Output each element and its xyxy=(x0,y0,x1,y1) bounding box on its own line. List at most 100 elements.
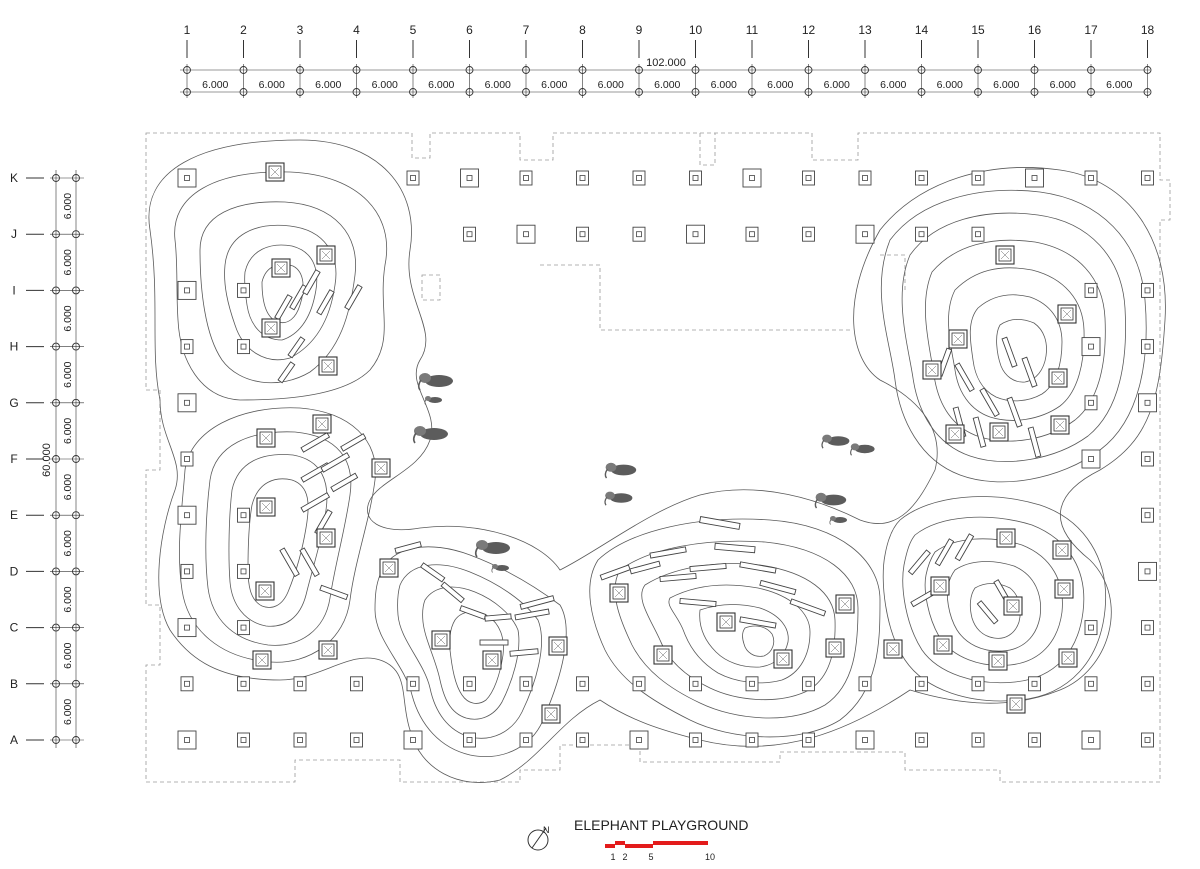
scale-label-2: 2 xyxy=(622,852,627,862)
column-footing-icon xyxy=(689,676,702,692)
column-footing-icon xyxy=(971,170,985,186)
column-footing-icon xyxy=(1141,620,1154,636)
column-footing-icon xyxy=(1003,596,1023,616)
column-footing-icon xyxy=(237,732,250,748)
column-footing-icon xyxy=(1141,507,1154,523)
column-footing-icon xyxy=(177,168,197,188)
column-footing-icon xyxy=(318,356,338,376)
column-footing-icon xyxy=(237,620,250,636)
column-footing-icon xyxy=(689,170,702,186)
elephant-icon xyxy=(829,516,847,525)
column-footing-icon xyxy=(316,245,336,265)
column-footing-icon xyxy=(463,226,476,242)
column-footing-icon xyxy=(988,651,1008,671)
column-footing-icon xyxy=(609,583,629,603)
column-footing-icon xyxy=(516,224,536,244)
column-footing-icon xyxy=(350,732,363,748)
row-spacing-label: 6.000 xyxy=(62,418,74,444)
column-footing-icon xyxy=(915,732,928,748)
row-spacing-label: 6.000 xyxy=(62,530,74,556)
row-spacing-label: 6.000 xyxy=(62,474,74,500)
elephant-icon xyxy=(850,443,875,456)
column-footing-icon xyxy=(1141,282,1154,298)
column-footing-icon xyxy=(858,170,872,186)
column-footing-icon xyxy=(460,168,479,188)
elephant-icon xyxy=(821,434,850,449)
column-spacing-label: 6.000 xyxy=(372,79,398,91)
column-label-15: 15 xyxy=(971,23,985,37)
elephant-icon xyxy=(604,462,637,479)
column-footing-icon xyxy=(1084,395,1098,411)
column-label-10: 10 xyxy=(689,23,703,37)
column-footing-icon xyxy=(265,162,285,182)
column-footing-icon xyxy=(237,282,250,298)
column-footing-icon xyxy=(463,676,476,692)
row-spacing-label: 6.000 xyxy=(62,586,74,612)
column-spacing-label: 6.000 xyxy=(1050,79,1076,91)
column-label-3: 3 xyxy=(297,23,304,37)
column-footing-icon xyxy=(653,645,673,665)
column-footing-icon xyxy=(716,612,736,632)
column-footing-icon xyxy=(858,676,872,692)
column-footings xyxy=(177,162,1157,750)
column-spacing-label: 6.000 xyxy=(824,79,850,91)
column-footing-icon xyxy=(541,704,561,724)
north-arrow-icon: N xyxy=(527,825,550,851)
column-footing-icon xyxy=(576,170,589,186)
column-footing-icon xyxy=(371,458,391,478)
column-footing-icon xyxy=(1052,540,1072,560)
column-spacing-label: 6.000 xyxy=(1106,79,1132,91)
column-footing-icon xyxy=(989,422,1009,442)
column-label-16: 16 xyxy=(1028,23,1042,37)
north-arrow-label: N xyxy=(543,825,550,835)
column-spacing-label: 6.000 xyxy=(541,79,567,91)
scale-label-5: 5 xyxy=(648,852,653,862)
column-footing-icon xyxy=(915,226,928,242)
column-footing-icon xyxy=(773,649,793,669)
column-label-1: 1 xyxy=(184,23,191,37)
column-footing-icon xyxy=(1006,694,1026,714)
column-footing-icon xyxy=(835,594,855,614)
scale-label-1: 1 xyxy=(610,852,615,862)
total-width-label: 102.000 xyxy=(646,57,686,69)
column-footing-icon xyxy=(548,636,568,656)
column-footing-icon xyxy=(745,226,759,242)
column-footing-icon xyxy=(379,558,399,578)
column-footing-icon xyxy=(1141,676,1154,692)
column-footing-icon xyxy=(996,528,1016,548)
column-label-7: 7 xyxy=(523,23,530,37)
column-footing-icon xyxy=(177,280,197,300)
row-spacing-label: 6.000 xyxy=(62,361,74,387)
row-spacing-label: 6.000 xyxy=(62,193,74,219)
column-footing-icon xyxy=(1058,648,1078,668)
column-footing-icon xyxy=(316,528,336,548)
column-label-9: 9 xyxy=(636,23,643,37)
column-spacing-label: 6.000 xyxy=(880,79,906,91)
column-footing-icon xyxy=(237,339,250,355)
column-footing-icon xyxy=(177,730,197,750)
column-footing-icon xyxy=(406,170,420,186)
column-footing-icon xyxy=(1141,451,1154,467)
column-footing-icon xyxy=(180,451,194,467)
column-footing-icon xyxy=(632,170,646,186)
scale-label-10: 10 xyxy=(705,852,715,862)
column-footing-icon xyxy=(933,635,953,655)
column-footing-icon xyxy=(271,258,291,278)
row-label-G: G xyxy=(9,396,18,410)
column-label-18: 18 xyxy=(1141,23,1155,37)
column-footing-icon xyxy=(629,730,649,750)
column-footing-icon xyxy=(312,414,332,434)
column-footing-icon xyxy=(576,676,589,692)
column-footing-icon xyxy=(971,226,985,242)
row-label-K: K xyxy=(10,171,18,185)
column-footing-icon xyxy=(237,563,250,579)
column-footing-icon xyxy=(1084,170,1098,186)
column-footing-icon xyxy=(855,224,875,244)
drawing-title: ELEPHANT PLAYGROUND xyxy=(574,817,749,833)
column-footing-icon xyxy=(915,170,928,186)
column-footing-icon xyxy=(293,732,307,748)
column-footing-icon xyxy=(1028,676,1041,692)
column-footing-icon xyxy=(689,732,702,748)
column-footing-icon xyxy=(261,318,281,338)
column-footing-icon xyxy=(177,505,197,525)
